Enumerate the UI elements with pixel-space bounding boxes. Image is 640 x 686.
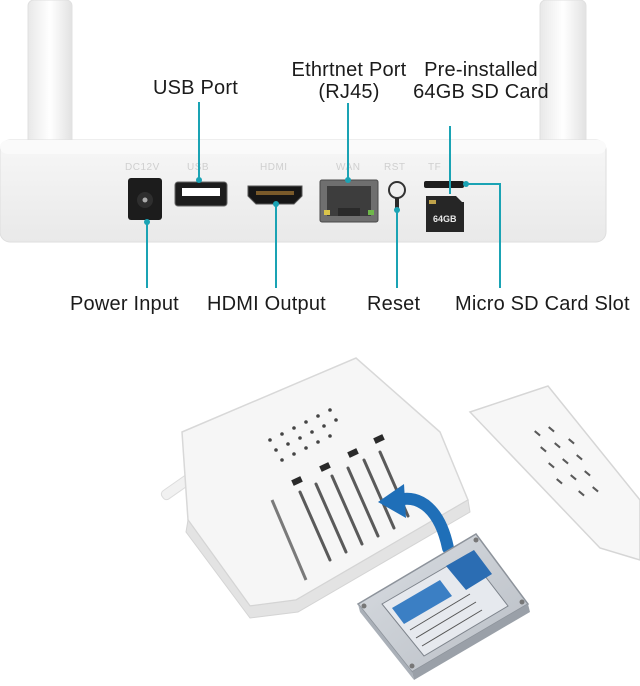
ethernet-port-label-line2: (RJ45) xyxy=(318,81,380,103)
reset-label: Reset xyxy=(367,293,421,315)
sd-card-label-line1: Pre-installed xyxy=(424,59,538,81)
dc-print: DC12V xyxy=(125,162,160,173)
ethernet-port-label-line1: Ethrtnet Port xyxy=(291,59,407,81)
sd-card-label: Pre-installed 64GB SD Card xyxy=(408,59,554,103)
bay-cover xyxy=(468,385,640,561)
power-input-label: Power Input xyxy=(70,293,179,315)
micro-sd-slot-icon xyxy=(424,181,464,188)
usb-print: USB xyxy=(187,162,209,173)
hdmi-print: HDMI xyxy=(260,162,288,173)
usb-port-label: USB Port xyxy=(153,77,238,99)
tf-print: TF xyxy=(428,162,441,173)
micro-sd-leader-line xyxy=(466,183,501,288)
usb-port-icon xyxy=(174,181,228,207)
micro-sd-card-icon: 64GB xyxy=(426,196,464,232)
rst-print: RST xyxy=(384,162,406,173)
leader-lines xyxy=(144,102,501,288)
hard-drive-icon xyxy=(356,533,530,680)
power-jack-icon xyxy=(128,178,162,220)
sd-card-label-line2: 64GB SD Card xyxy=(413,81,549,103)
hdmi-port-icon xyxy=(247,185,303,205)
sd-card-print: 64GB xyxy=(433,214,457,224)
ethernet-port-icon xyxy=(319,179,379,223)
hdmi-output-label: HDMI Output xyxy=(207,293,326,315)
reset-button-icon xyxy=(388,181,406,210)
micro-sd-slot-label: Micro SD Card Slot xyxy=(455,293,630,315)
curved-arrow-icon xyxy=(378,484,454,554)
device-rear-panel xyxy=(0,139,607,243)
ethernet-port-label: Ethrtnet Port (RJ45) xyxy=(286,59,412,103)
device-base-open xyxy=(160,357,471,619)
